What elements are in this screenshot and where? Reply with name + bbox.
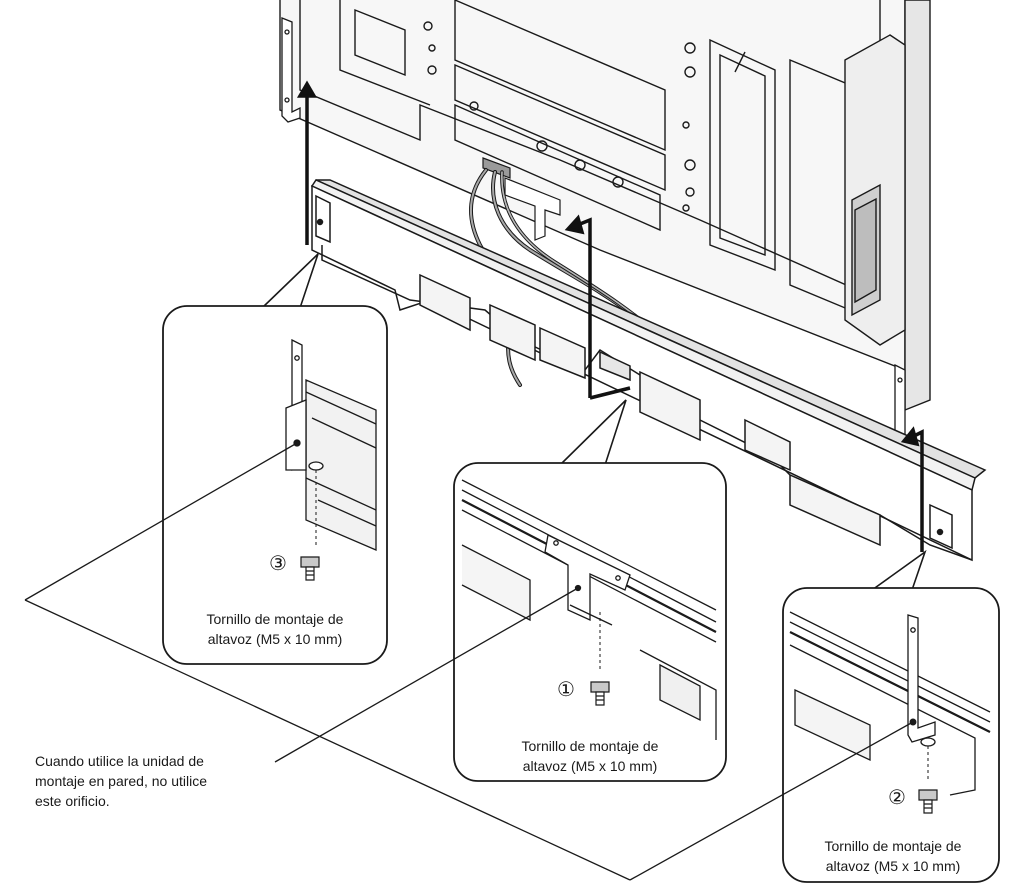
- callout-3-caption-line2: altavoz (M5 x 10 mm): [207, 631, 343, 647]
- callout-pointers: [260, 253, 927, 591]
- callout-2-caption: Tornillo de montaje de altavoz (M5 x 10 …: [793, 836, 993, 876]
- wall-mount-note-line3: este orificio.: [35, 793, 110, 809]
- callout-2-number: ②: [888, 787, 906, 809]
- note-leader-lines: [24, 442, 914, 881]
- callout-3-caption-line1: Tornillo de montaje de: [206, 611, 344, 627]
- callout-3-caption: Tornillo de montaje de altavoz (M5 x 10 …: [170, 609, 380, 649]
- screw-icon: [918, 789, 938, 814]
- callout-box-3: ③: [162, 305, 388, 665]
- callout-1-caption-line2: altavoz (M5 x 10 mm): [522, 758, 658, 774]
- callout-1-caption: Tornillo de montaje de altavoz (M5 x 10 …: [480, 736, 700, 776]
- screw-icon: [300, 556, 320, 581]
- callout-1-caption-line1: Tornillo de montaje de: [521, 738, 659, 754]
- assembly-arrows: [296, 80, 924, 552]
- callout-1-number: ①: [557, 679, 575, 701]
- callout-2-caption-line2: altavoz (M5 x 10 mm): [825, 858, 961, 874]
- screw-icon: [590, 681, 610, 706]
- callout-3-number: ③: [269, 553, 287, 575]
- speaker-bar: [310, 179, 987, 562]
- callout-2-caption-line1: Tornillo de montaje de: [824, 838, 962, 854]
- tv-rear-panel: [279, 0, 931, 412]
- wall-mount-note-line2: montaje en pared, no utilice: [35, 773, 207, 789]
- wall-mount-note-line1: Cuando utilice la unidad de: [35, 753, 204, 769]
- wall-mount-note: Cuando utilice la unidad de montaje en p…: [35, 751, 280, 811]
- left-mount-bracket: [281, 17, 301, 123]
- callout-box-1: ①: [453, 462, 727, 782]
